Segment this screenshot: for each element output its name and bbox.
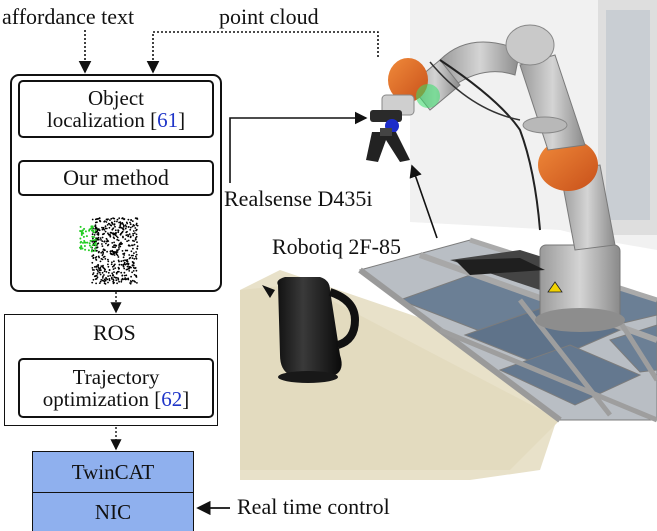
trajectory-optimization-line2: optimization [62] <box>42 387 190 411</box>
ros-label: ROS <box>93 320 136 345</box>
robotiq-label: Robotiq 2F-85 <box>272 234 401 259</box>
nic-box: NIC <box>32 492 194 531</box>
object-localization-line2: localization [61] <box>46 108 186 132</box>
object-localization-line1: Object <box>88 85 144 110</box>
realsense-label: Realsense D435i <box>224 186 373 211</box>
twincat-box: TwinCAT <box>32 451 194 493</box>
trajectory-optimization-line1: Trajectory <box>72 364 160 389</box>
real-time-control-label: Real time control <box>237 494 390 519</box>
nic-label: NIC <box>94 499 132 524</box>
tool-on-table <box>455 258 545 275</box>
point-cloud-label: point cloud <box>219 4 319 29</box>
trajectory-optimization-box: Trajectory optimization [62] <box>18 358 214 418</box>
citation-62[interactable]: 62 <box>161 387 183 411</box>
twincat-label: TwinCAT <box>71 459 155 484</box>
our-method-label: Our method <box>63 165 169 190</box>
arrow-point-cloud <box>146 31 379 74</box>
citation-61[interactable]: 61 <box>157 108 179 132</box>
object-localization-box: Object localization [61] <box>18 80 214 138</box>
our-method-box: Our method <box>18 160 214 196</box>
arrow-realsense <box>229 111 368 183</box>
affordance-text-label: affordance text <box>2 4 135 29</box>
kettle <box>262 277 360 383</box>
arrow-robotiq <box>409 164 438 239</box>
robot-arm <box>366 24 616 251</box>
